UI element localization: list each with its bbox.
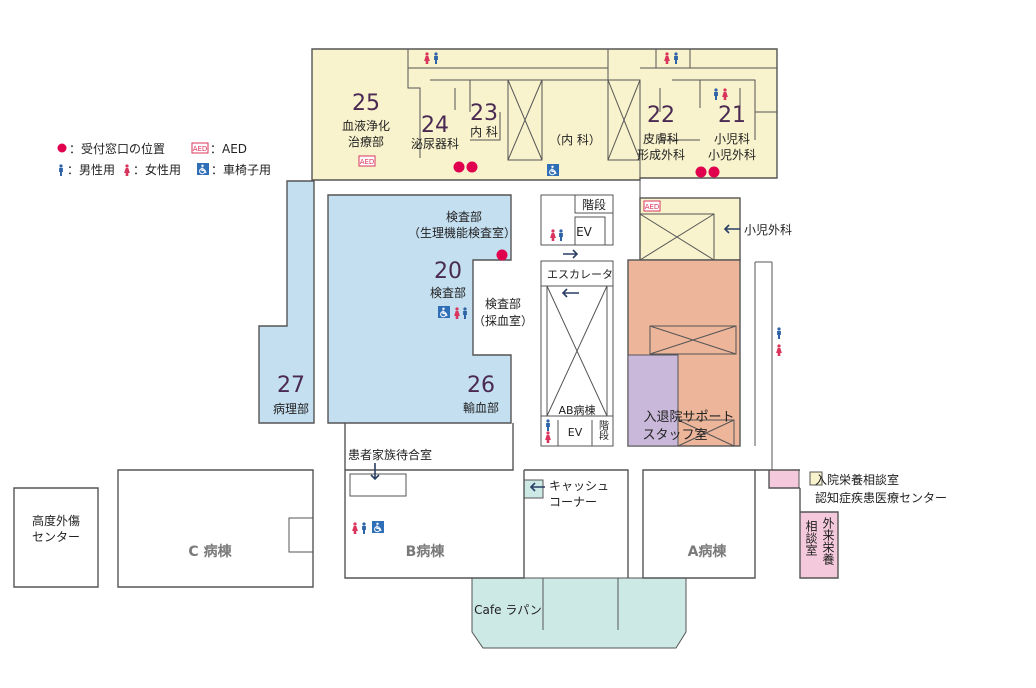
top-band-walls — [407, 49, 777, 180]
wheelchair-icon-naika — [546, 163, 560, 177]
aed-badges: AED AED — [358, 155, 661, 212]
dept-21-label-1: 小児科 — [714, 132, 750, 146]
ab-wing-label: AB病棟 — [558, 403, 595, 417]
cashier-label-2: コーナー — [549, 495, 597, 509]
restroom-icon-corridor — [776, 327, 782, 356]
aed-icon-25: AED — [358, 155, 376, 167]
dept-23-number: 23 — [470, 101, 498, 126]
center-core-walls — [540, 180, 773, 470]
restroom-icon-b-wing — [352, 520, 385, 534]
outpatient-nutrition-label: 外来栄養 — [821, 517, 835, 566]
restroom-icon-ev — [550, 229, 563, 241]
exam-zone-20 — [327, 194, 512, 424]
dept-21-number: 21 — [718, 103, 746, 128]
dept-24-number: 24 — [421, 113, 449, 138]
dept-21-label-2: 小児外科 — [708, 148, 756, 162]
dept-25-label-2: 治療部 — [348, 134, 384, 149]
a-wing-label: A病棟 — [688, 543, 728, 560]
ev-bottom-label: EV — [568, 426, 583, 439]
reception-dots — [453, 161, 720, 261]
cafe-label: Cafe ラパン — [474, 603, 542, 617]
consult-room-label: 相談室 — [804, 520, 818, 556]
bottom-walls — [13, 423, 839, 630]
arrow-left-icon — [561, 288, 579, 298]
legend-wheelchair: ：車椅子用 — [211, 163, 271, 177]
support-label-1: 入退院サポート — [643, 410, 734, 425]
stairs-bottom-label: 階段 — [597, 420, 609, 441]
room-labels: 階段 EV エスカレータ AB病棟 EV 階段 小児外科 入退院サポート スタッ… — [32, 197, 947, 617]
arrows — [370, 224, 740, 492]
escalator-label: エスカレータ — [547, 268, 613, 281]
arrow-pediatric-icon — [723, 224, 740, 234]
arrow-right-icon — [563, 249, 579, 259]
aed-icon-pediatric: AED — [643, 200, 661, 212]
c-wing-label: C 病棟 — [188, 543, 232, 560]
legend-male: ：男性用 — [67, 163, 115, 177]
svg-text:AED: AED — [360, 158, 375, 166]
support-label-2: スタッフ室 — [642, 427, 707, 443]
dept-24-label: 泌尿器科 — [411, 137, 459, 151]
dept-22-label-2: 形成外科 — [637, 148, 685, 162]
dept-26-number: 26 — [467, 373, 495, 398]
arrow-cashier-icon — [529, 482, 545, 492]
kensa-top-label-2: （生理機能検査室） — [408, 225, 516, 240]
dementia-center-label: 認知症疾患医療センター — [815, 490, 947, 505]
dept-20-number: 20 — [434, 259, 462, 284]
kensa-top-label-1: 検査部 — [446, 209, 482, 224]
dept-25-number: 25 — [352, 91, 380, 116]
legend-aed: ：AED — [210, 142, 247, 156]
stairs-top-label: 階段 — [582, 197, 606, 212]
svg-text:AED: AED — [645, 203, 660, 211]
kensa-blood-label-2: （採血室） — [473, 313, 533, 328]
dept-23-label: 内 科 — [470, 125, 498, 139]
dept-22-label-1: 皮膚科 — [643, 131, 679, 146]
arrow-waiting-icon — [370, 463, 380, 481]
svg-text:AED: AED — [193, 145, 208, 153]
nutrition-consult-label: 入院栄養相談室 — [815, 472, 899, 487]
legend-female: ：女性用 — [133, 162, 181, 177]
trauma-center-label-1: 高度外傷 — [32, 513, 80, 528]
dept-27-label: 病理部 — [273, 401, 309, 416]
dept-27-number: 27 — [277, 373, 305, 398]
nutrition-consult-zone — [768, 469, 800, 489]
kensa-blood-label-1: 検査部 — [485, 296, 521, 311]
legend-reception: ：受付窓口の位置 — [69, 141, 165, 156]
waiting-room-label: 患者家族待合室 — [348, 447, 432, 462]
dept-20-label: 検査部 — [430, 285, 466, 300]
dept-26-label: 輸血部 — [463, 400, 499, 415]
naika-label: （内 科） — [549, 133, 601, 147]
cashier-label-1: キャッシュ — [549, 479, 609, 493]
dept-22-number: 22 — [647, 103, 675, 128]
restroom-icon-ev-bottom — [545, 419, 551, 443]
department-labels: 25 血液浄化 治療部 24 泌尿器科 23 内 科 （内 科） 22 皮膚科 … — [273, 91, 756, 416]
legend: ：受付窓口の位置 AED ：AED ：男性用 ：女性用 ：車椅子用 — [57, 141, 271, 177]
support-lavender-zone — [627, 354, 679, 447]
pediatric-surgery-label: 小児外科 — [744, 223, 792, 237]
ev-top-label: EV — [576, 225, 593, 239]
pathology-zone-27 — [258, 180, 315, 424]
b-wing-label: B病棟 — [406, 543, 446, 560]
trauma-center-label-2: センター — [32, 530, 80, 544]
dementia-zone — [809, 471, 823, 486]
dept-25-label-1: 血液浄化 — [342, 118, 390, 133]
